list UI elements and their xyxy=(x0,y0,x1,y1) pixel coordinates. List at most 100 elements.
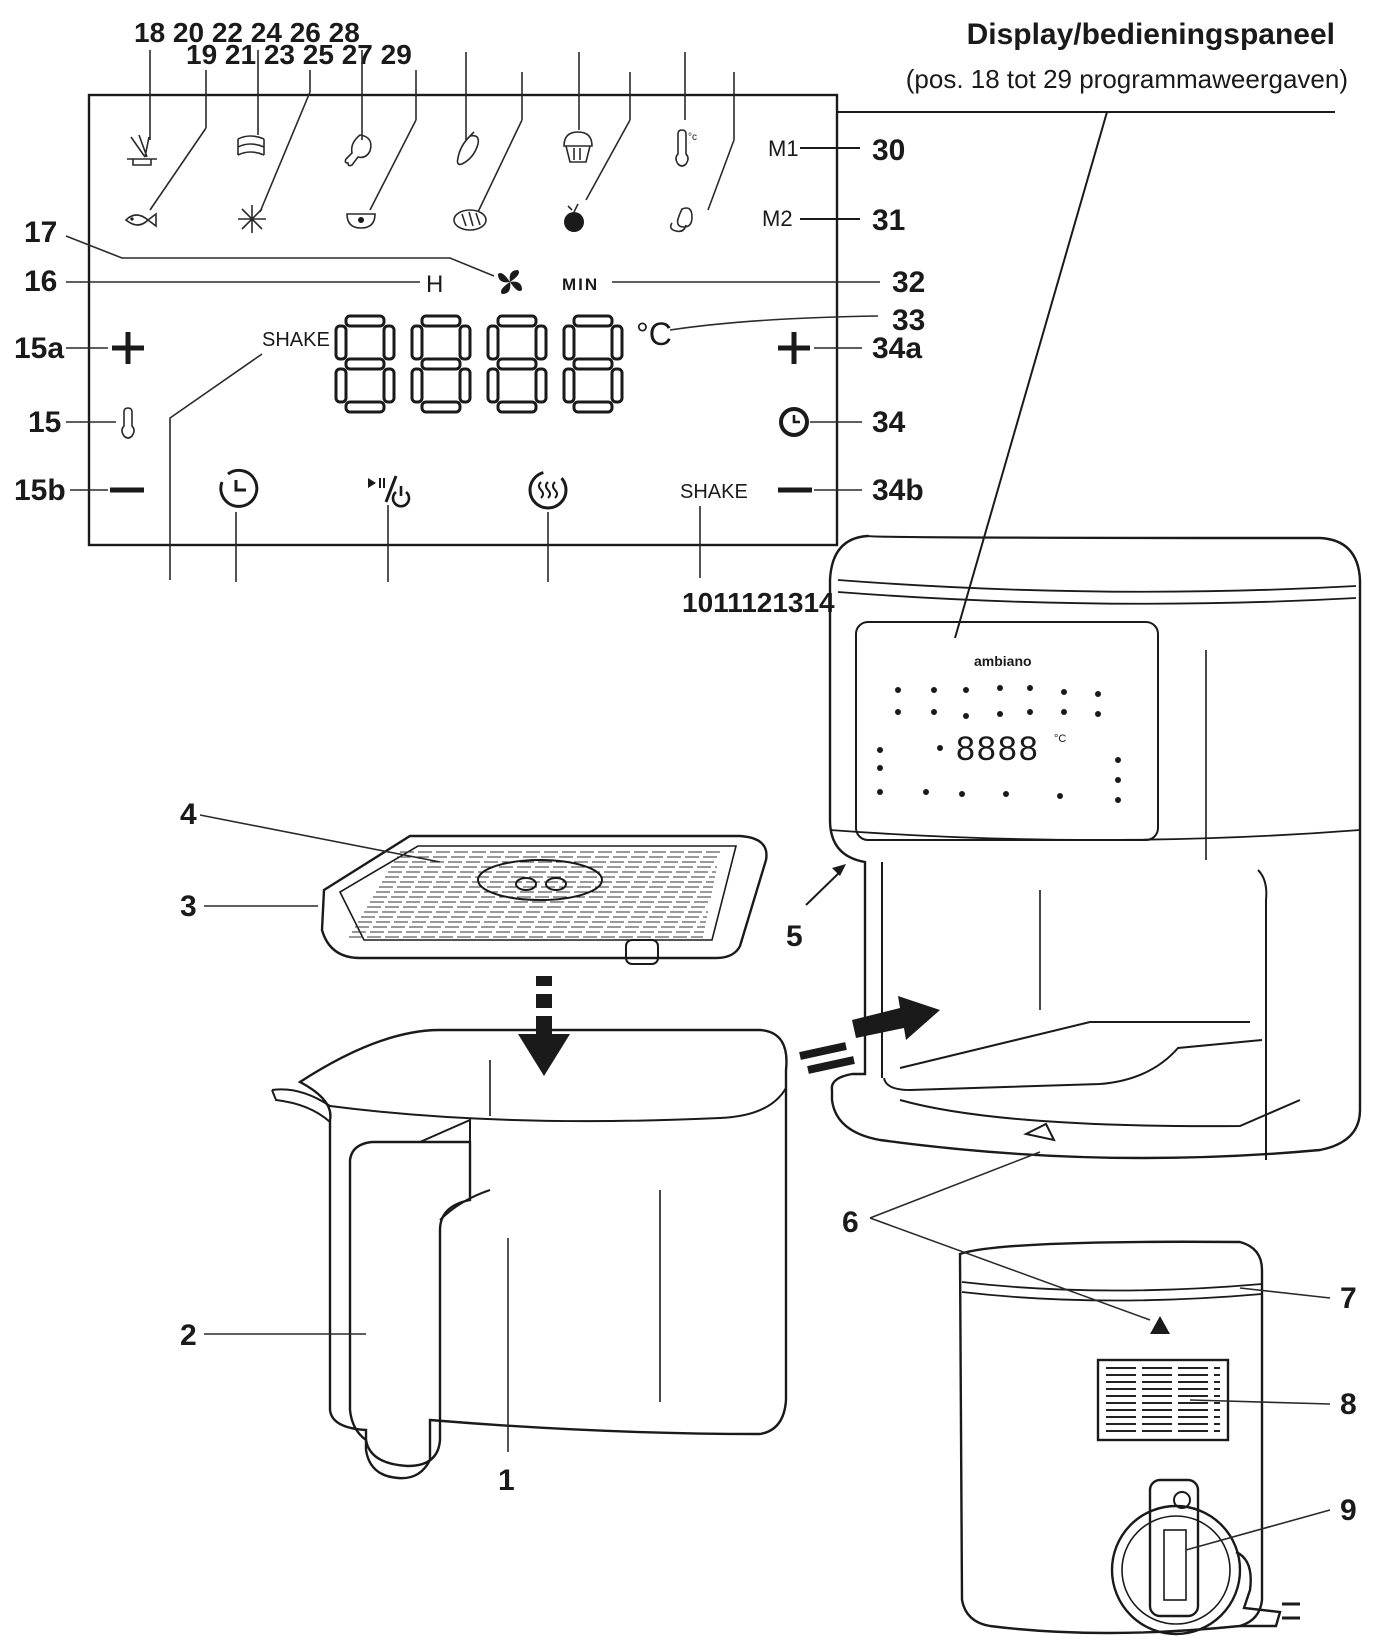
mini-panel-icon xyxy=(1027,685,1033,691)
shake-button[interactable]: SHAKE xyxy=(680,481,748,503)
digit-segment xyxy=(486,324,500,361)
m2-label: M2 xyxy=(762,206,793,231)
leader-6a xyxy=(869,1151,1041,1219)
mini-panel-icon xyxy=(959,791,965,797)
time-plus-button[interactable] xyxy=(778,332,810,364)
label-2: 2 xyxy=(180,1319,197,1352)
m1-label: M1 xyxy=(768,136,799,161)
air-fryer-housing xyxy=(828,534,1362,1160)
svg-text:°c: °c xyxy=(688,132,697,143)
mini-panel-icon xyxy=(963,687,969,693)
digit-segment xyxy=(382,367,396,404)
label-34: 34 xyxy=(872,406,906,439)
insert-arrow-down xyxy=(518,976,570,1076)
seven-segment-display xyxy=(334,314,624,414)
mini-panel-icon xyxy=(1061,689,1067,695)
mini-panel-icon xyxy=(877,765,883,771)
label-3: 3 xyxy=(180,890,197,923)
digit-segment xyxy=(382,324,396,361)
label-1: 1 xyxy=(498,1464,515,1497)
arrow-marker-base xyxy=(1023,1122,1056,1142)
digit-segment xyxy=(334,324,348,361)
min-indicator: MIN xyxy=(562,275,599,294)
frying-basket xyxy=(271,1028,788,1480)
mini-panel-icon xyxy=(1061,709,1067,715)
start-pause-power-button[interactable] xyxy=(368,475,411,508)
mini-panel-icon xyxy=(1095,691,1101,697)
label-32: 32 xyxy=(892,266,925,299)
control-panel-frame xyxy=(87,93,839,547)
mini-panel-icon xyxy=(937,745,943,751)
timer-delay-button[interactable] xyxy=(219,468,259,508)
mini-panel-icon xyxy=(877,747,883,753)
label-8: 8 xyxy=(1340,1388,1357,1421)
mini-panel-icon xyxy=(1115,757,1121,763)
label-34b: 34b xyxy=(872,474,924,507)
mini-panel-icon xyxy=(1115,777,1121,783)
digit-segment xyxy=(496,357,538,371)
mini-panel-icon xyxy=(877,789,883,795)
leader-shake xyxy=(169,353,263,580)
mini-panel-icon xyxy=(931,687,937,693)
program-icon-26-muffin xyxy=(563,131,593,163)
digit-segment xyxy=(420,357,462,371)
arrow-5 xyxy=(832,864,846,876)
mini-panel-icon xyxy=(1115,797,1121,803)
digit-segment xyxy=(496,314,538,328)
seven-segment-digit xyxy=(334,314,396,414)
top-leader-lines xyxy=(149,50,735,213)
header-subtitle: (pos. 18 tot 29 programmaweergaven) xyxy=(906,64,1348,94)
label-30: 30 xyxy=(872,134,905,167)
digit-segment xyxy=(458,367,472,404)
digit-segment xyxy=(344,314,386,328)
digit-segment xyxy=(562,324,576,361)
digit-segment xyxy=(486,367,500,404)
program-icon-25-bread xyxy=(453,209,487,231)
digit-segment xyxy=(534,367,548,404)
grill-plate-slots xyxy=(349,851,720,938)
seven-segment-digit xyxy=(562,314,624,414)
temp-plus-button[interactable] xyxy=(112,332,144,364)
label-15b: 15b xyxy=(14,474,66,507)
program-icon-19-fish xyxy=(124,212,157,228)
program-icon-23-pizza xyxy=(346,213,376,229)
digit-segment xyxy=(420,314,462,328)
top-numbers-row2: 19 21 23 25 27 29 xyxy=(186,39,412,70)
digit-segment xyxy=(344,357,386,371)
mini-panel-icon xyxy=(1027,709,1033,715)
program-icon-27-dessert xyxy=(564,203,584,232)
digit-segment xyxy=(344,400,386,414)
digit-segment xyxy=(610,367,624,404)
digit-segment xyxy=(420,400,462,414)
mini-panel-icons xyxy=(877,685,1121,803)
insert-arrow-horizontal xyxy=(799,996,940,1074)
mini-panel-icon xyxy=(1057,793,1063,799)
mini-panel-icon xyxy=(923,789,929,795)
keep-warm-button[interactable] xyxy=(528,470,568,510)
mini-panel-icon xyxy=(895,709,901,715)
label-16: 16 xyxy=(24,265,57,298)
program-icon-22-drumstick xyxy=(344,134,372,167)
label-15: 15 xyxy=(28,406,61,439)
leader-7 xyxy=(1239,1287,1331,1299)
shake-indicator-top: SHAKE xyxy=(262,329,330,351)
mini-digits: 8888 xyxy=(956,730,1040,768)
digit-segment xyxy=(410,367,424,404)
digit-segment xyxy=(496,400,538,414)
leader-4 xyxy=(199,814,441,863)
thermometer-icon xyxy=(121,407,135,439)
label-9: 9 xyxy=(1340,1494,1357,1527)
air-vent-slots xyxy=(1106,1367,1220,1432)
mini-control-panel: ambiano 8888 °C xyxy=(855,621,1159,841)
mini-panel-icon xyxy=(931,709,937,715)
mini-unit: °C xyxy=(1054,733,1066,745)
label-6: 6 xyxy=(842,1206,859,1239)
leader-9 xyxy=(1185,1509,1331,1551)
program-icon-21-frozen xyxy=(238,205,266,233)
leader-33 xyxy=(669,315,879,331)
seven-segment-digit xyxy=(410,314,472,414)
header-title: Display/bedieningspaneel xyxy=(967,18,1335,51)
digit-segment xyxy=(572,400,614,414)
top-numbers-row1: 18 20 22 24 26 28 xyxy=(134,17,360,48)
